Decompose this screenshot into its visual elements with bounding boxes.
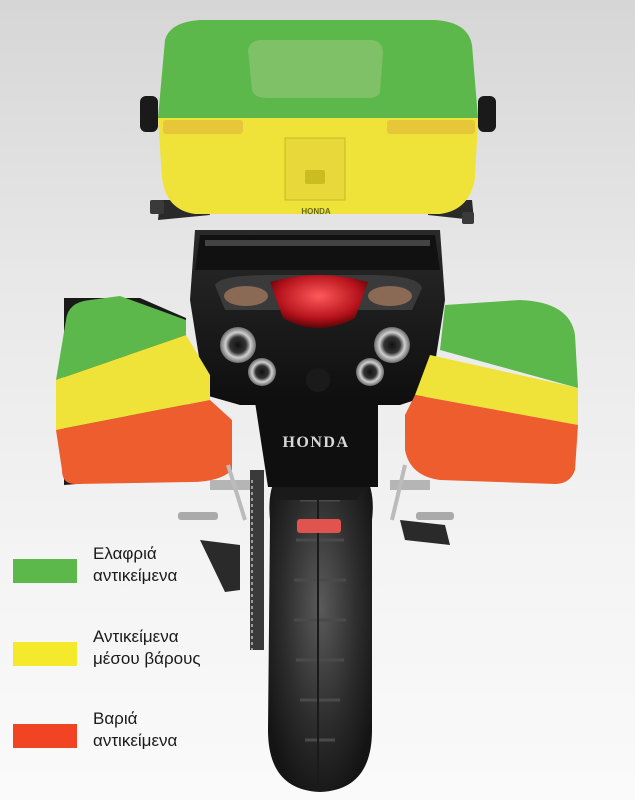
rear-reflector — [297, 519, 341, 533]
rear-tire — [268, 455, 373, 792]
top-case: HONDA — [140, 20, 496, 224]
legend-swatch-medium — [13, 642, 77, 666]
legend-swatch-light — [13, 559, 77, 583]
left-pannier-medium-zone — [56, 335, 210, 430]
license-plate-holder: HONDA — [255, 402, 378, 533]
tail-light — [215, 275, 422, 328]
left-pannier-heavy-zone — [56, 400, 232, 484]
right-pannier-light-zone — [440, 300, 578, 388]
legend-swatch-heavy — [13, 724, 77, 748]
right-pannier-heavy-zone — [405, 395, 578, 484]
legend-label-heavy: Βαριά αντικείμενα — [93, 709, 178, 750]
right-pannier — [405, 300, 578, 484]
left-pannier — [56, 296, 232, 485]
left-pannier-light-zone — [56, 296, 186, 380]
swingarm — [200, 470, 450, 650]
legend-label-medium: Αντικείμενα μέσου βάρους — [93, 627, 201, 668]
footpegs — [178, 464, 454, 521]
top-case-badge: HONDA — [301, 207, 331, 216]
right-pannier-medium-zone — [415, 355, 578, 425]
plate-honda-logo: HONDA — [282, 434, 349, 451]
exhaust-pipes — [220, 327, 410, 392]
legend-label-light: Ελαφριά αντικείμενα — [93, 544, 178, 585]
